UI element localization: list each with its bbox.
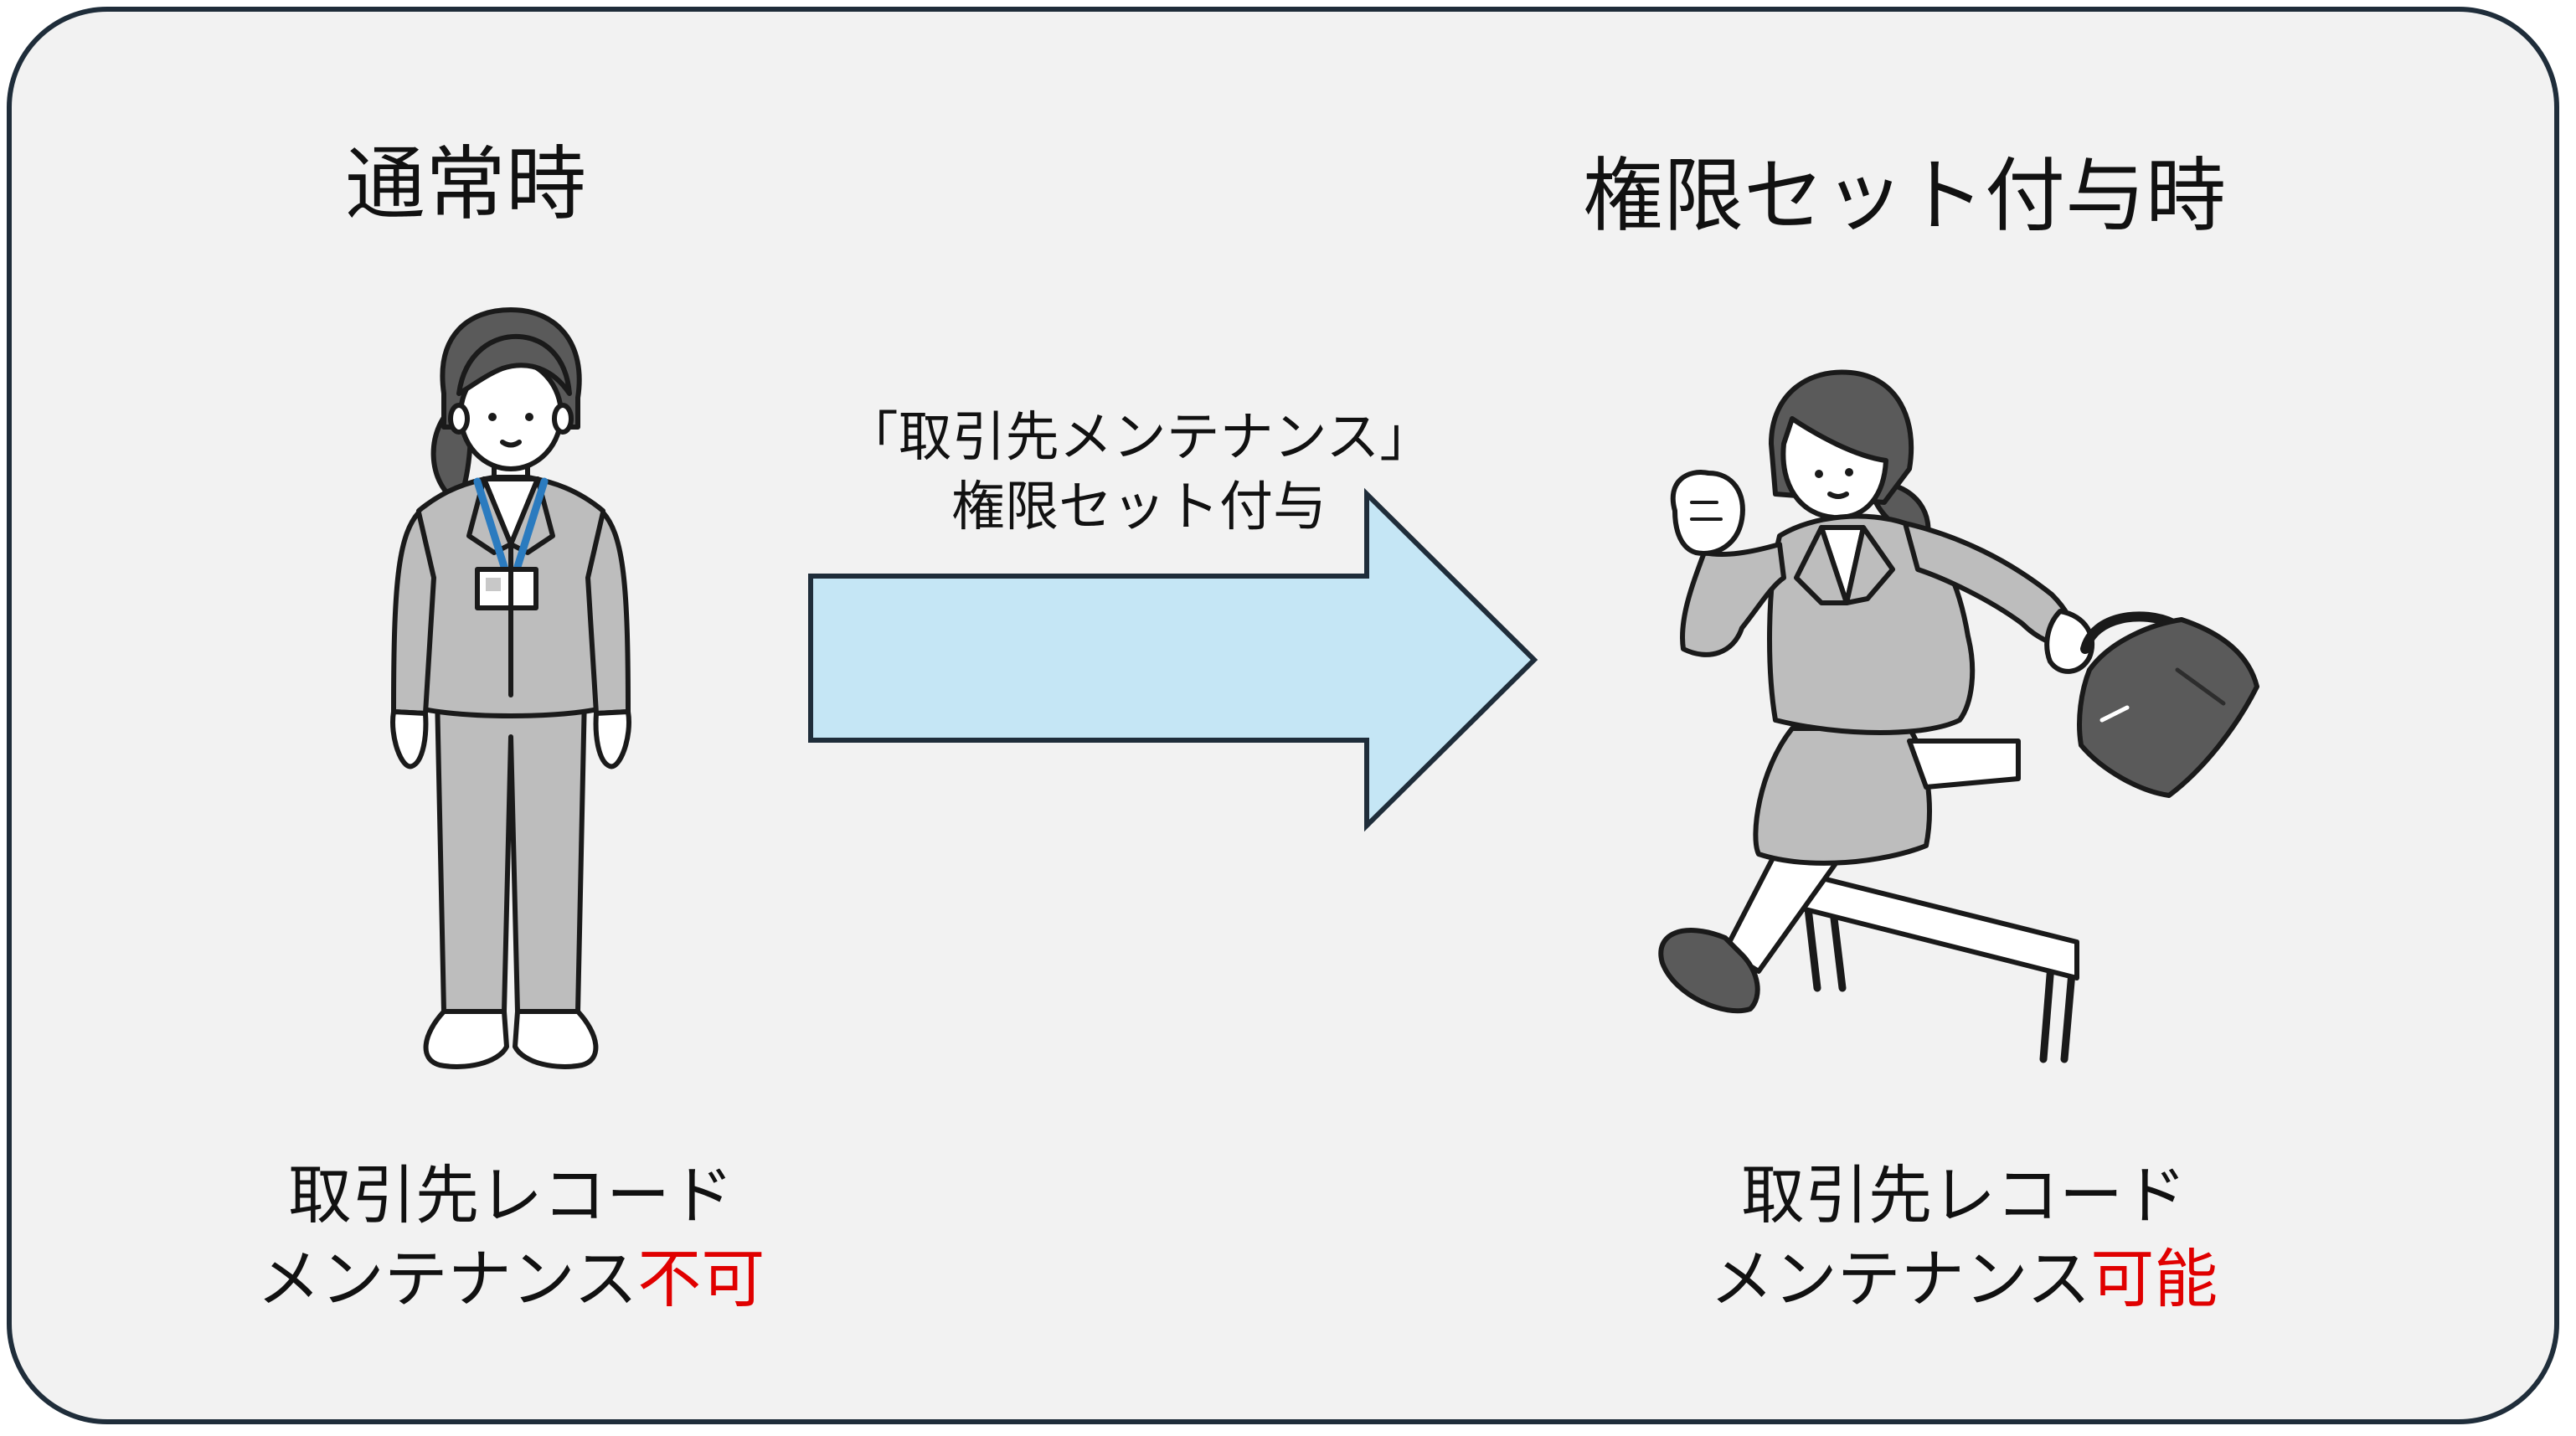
- heading-permission-granted: 権限セット付与時: [1583, 149, 2226, 243]
- arrow-label-line1: 「取引先メンテナンス」: [844, 407, 1434, 469]
- caption-granted-line2: メンテナンス可能: [1620, 1238, 2307, 1321]
- jumping-woman-illustration: [1658, 369, 2259, 1063]
- caption-normal-line1: 取引先レコード: [288, 1158, 734, 1233]
- standing-woman-illustration: [390, 307, 631, 1069]
- status-allowed: 可能: [2090, 1242, 2218, 1317]
- caption-granted-prefix: メンテナンス: [1709, 1242, 2091, 1317]
- right-arrow-icon: [808, 487, 1538, 832]
- heading-normal: 通常時: [345, 137, 586, 231]
- caption-granted-line1: 取引先レコード: [1741, 1158, 2187, 1233]
- status-not-allowed: 不可: [637, 1242, 765, 1317]
- arrow-label: 「取引先メンテナンス」 権限セット付与: [787, 404, 1491, 543]
- arrow-label-line2: 権限セット付与: [951, 476, 1327, 539]
- caption-normal-line2: メンテナンス不可: [167, 1238, 854, 1321]
- caption-normal: 取引先レコード メンテナンス不可: [167, 1154, 854, 1322]
- caption-granted: 取引先レコード メンテナンス可能: [1620, 1154, 2307, 1322]
- caption-normal-prefix: メンテナンス: [256, 1242, 638, 1317]
